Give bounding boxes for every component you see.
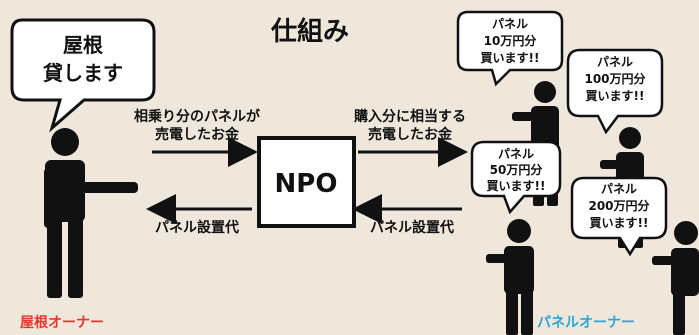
arrow-bottom-left-label: パネル設置代 <box>155 219 239 236</box>
buyer-bubble-100man-line-3: 買います!! <box>586 89 645 103</box>
buyer-bubble-200man-line-2: 200万円分 <box>588 198 649 213</box>
label-roof-owner: 屋根オーナー <box>20 314 104 331</box>
buyer-bubble-200man-line-1: パネル <box>601 182 637 196</box>
panel-buyer-figure-3 <box>486 219 534 335</box>
buyer-bubble-100man-line-2: 100万円分 <box>584 71 645 86</box>
roof-owner-figure <box>44 128 138 298</box>
owner-bubble-line-1: 屋根 <box>63 33 103 57</box>
arrow-top-left-label-1: 相乗り分のパネルが <box>134 108 261 125</box>
owner-bubble-line-2: 貸します <box>42 61 123 85</box>
buyer-bubble-50man: パネル 50万円分 買います!! <box>470 140 562 215</box>
arrow-top-right-label-2: 売電したお金 <box>368 126 453 143</box>
buyer-bubble-50man-line-2: 50万円分 <box>490 162 543 177</box>
buyer-bubble-10man-line-2: 10万円分 <box>484 33 537 48</box>
arrow-top-right-label-1: 購入分に相当する <box>353 108 466 125</box>
buyer-bubble-200man-line-3: 買います!! <box>590 216 649 230</box>
buyer-bubble-100man: パネル 100万円分 買います!! <box>566 48 664 135</box>
buyer-bubble-50man-line-1: パネル <box>498 147 534 161</box>
owner-speech-bubble: 屋根 貸します <box>10 18 156 133</box>
label-panel-owner: パネルオーナー <box>537 315 635 331</box>
buyer-bubble-100man-line-1: パネル <box>597 55 633 69</box>
panel-buyer-figure-4 <box>652 221 699 335</box>
npo-label: NPO <box>275 169 338 199</box>
buyer-bubble-10man: パネル 10万円分 買います!! <box>456 10 564 87</box>
arrow-top-left-label-2: 売電したお金 <box>155 126 240 143</box>
npo-box: NPO <box>257 136 356 228</box>
buyer-bubble-10man-line-3: 買います!! <box>481 51 540 65</box>
arrow-bottom-right-label: パネル設置代 <box>370 219 454 236</box>
diagram-title: 仕組み <box>270 16 349 47</box>
buyer-bubble-10man-line-1: パネル <box>492 17 528 31</box>
buyer-bubble-50man-line-3: 買います!! <box>487 179 546 193</box>
buyer-bubble-200man: パネル 200万円分 買います!! <box>570 176 668 257</box>
